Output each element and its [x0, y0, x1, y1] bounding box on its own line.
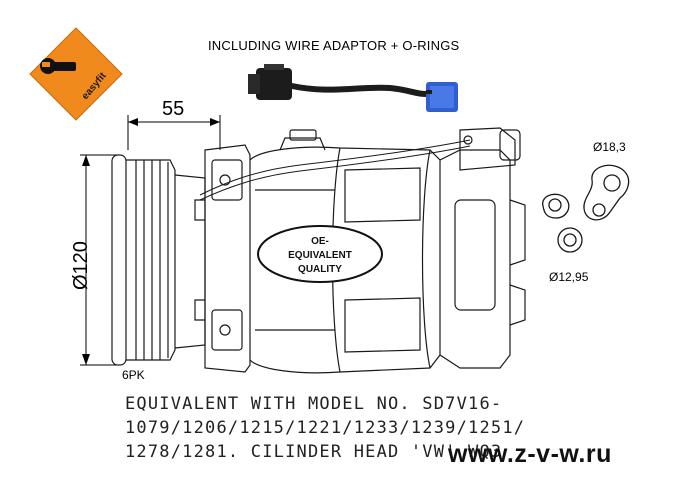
wrench-icon: [40, 58, 76, 74]
oe-badge-line3: QUALITY: [298, 264, 342, 275]
o-ring-small-label: Ø12,95: [549, 270, 589, 284]
width-dimension-label: 55: [162, 98, 185, 120]
black-connector: [248, 64, 292, 100]
watermark-url: www.z-v-w.ru: [448, 440, 612, 468]
wire-adaptor: [248, 64, 458, 112]
front-housing: [194, 144, 251, 373]
o-ring-small: [557, 227, 583, 253]
description-line-1: EQUIVALENT WITH MODEL NO. SD7V16-: [125, 394, 503, 414]
o-ring-large: [583, 164, 630, 221]
easyfit-badge: easyfit: [29, 27, 123, 121]
header-text: INCLUDING WIRE ADAPTOR + O-RINGS: [208, 38, 460, 53]
pulley: [111, 154, 206, 366]
oe-equivalent-badge: OE- EQUIVALENT QUALITY: [257, 225, 383, 283]
pulley-label: 6PK: [122, 368, 145, 382]
o-ring-large-label: Ø18,3: [593, 140, 626, 154]
description-line-3: 1278/1281. CILINDER HEAD 'VW' WQ3: [125, 442, 503, 462]
o-rings: [542, 164, 630, 253]
oe-badge-line2: EQUIVALENT: [288, 250, 352, 261]
oe-badge-line1: OE-: [311, 236, 329, 247]
description-line-2: 1079/1206/1215/1221/1233/1239/1251/: [125, 418, 526, 438]
o-ring-medium: [542, 193, 570, 219]
blue-connector: [426, 82, 458, 112]
rear-head: [439, 127, 526, 369]
